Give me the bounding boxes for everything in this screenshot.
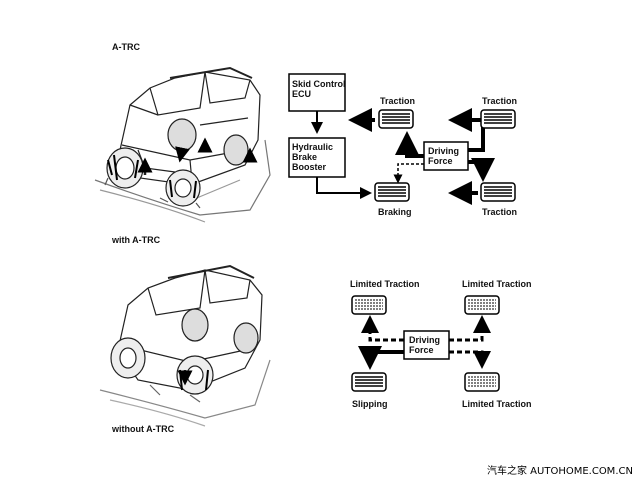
- tire-traction-fl: [378, 109, 414, 129]
- label-limited-traction-fr: Limited Traction: [462, 279, 532, 289]
- booster-label-line1: Hydraulic: [292, 142, 334, 152]
- watermark: 汽车之家 AUTOHOME.COM.CN: [487, 466, 633, 477]
- driving-force-top-line1: Driving: [428, 146, 460, 156]
- vehicle-illustration-top: [94, 66, 271, 223]
- tire-braking: [374, 182, 410, 202]
- section-heading-a-trc: A-TRC: [112, 42, 140, 52]
- trc-block-diagram: [288, 73, 516, 205]
- label-traction-fl: Traction: [380, 96, 416, 106]
- tire-traction-fr: [480, 109, 516, 129]
- caption-with-a-trc: with A-TRC: [112, 235, 161, 245]
- label-braking: Braking: [378, 207, 412, 217]
- tire-limited-fr: [464, 295, 500, 315]
- tire-slipping: [351, 372, 387, 392]
- tire-limited-fl: [351, 295, 387, 315]
- driving-force-label-bottom: Driving Force: [409, 335, 440, 355]
- label-traction-rr: Traction: [482, 207, 518, 217]
- vehicle-illustration-bottom: [99, 264, 271, 427]
- booster-label: Hydraulic Brake Booster: [292, 142, 333, 172]
- driving-force-top-line2: Force: [428, 156, 453, 166]
- label-limited-traction-rr: Limited Traction: [462, 399, 532, 409]
- ecu-label-line1: Skid Control: [292, 79, 346, 89]
- driving-force-box-top: [423, 141, 469, 171]
- driving-force-box-bottom: [403, 330, 450, 360]
- booster-label-line3: Booster: [292, 162, 327, 172]
- no-trc-block-diagram: [351, 295, 500, 392]
- driving-force-label-top: Driving Force: [428, 146, 459, 166]
- booster-label-line2: Brake: [292, 152, 318, 162]
- tire-limited-rr: [464, 372, 500, 392]
- ecu-label-line2: ECU: [292, 89, 312, 99]
- ecu-label: Skid Control ECU: [292, 79, 346, 99]
- label-slipping: Slipping: [352, 399, 388, 409]
- tire-traction-rr: [480, 182, 516, 202]
- label-limited-traction-fl: Limited Traction: [350, 279, 420, 289]
- driving-force-bottom-line1: Driving: [409, 335, 441, 345]
- hydraulic-brake-booster-box: [288, 137, 346, 178]
- driving-force-bottom-line2: Force: [409, 345, 434, 355]
- caption-without-a-trc: without A-TRC: [112, 424, 175, 434]
- label-traction-fr: Traction: [482, 96, 518, 106]
